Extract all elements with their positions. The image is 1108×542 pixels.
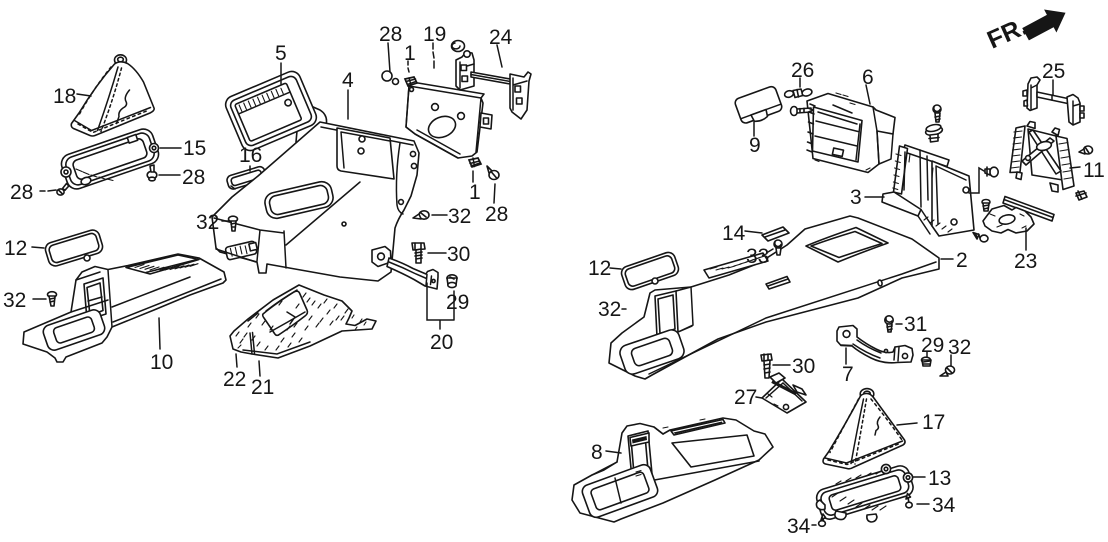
svg-text:14: 14 [722,222,746,245]
svg-text:17: 17 [922,411,945,434]
svg-text:34: 34 [787,515,811,538]
svg-text:21: 21 [251,376,274,399]
svg-text:34: 34 [932,494,956,517]
svg-text:18: 18 [53,85,76,108]
svg-text:1: 1 [404,42,416,65]
svg-text:7: 7 [842,363,854,386]
svg-text:32: 32 [196,211,219,234]
svg-text:28: 28 [379,23,402,46]
svg-text:25: 25 [1042,60,1065,83]
svg-text:13: 13 [928,467,951,490]
svg-text:5: 5 [275,42,287,65]
svg-text:29: 29 [921,334,944,357]
svg-text:10: 10 [150,351,173,374]
svg-text:27: 27 [734,386,757,409]
svg-text:32: 32 [448,205,471,228]
svg-text:28: 28 [10,181,33,204]
svg-text:30: 30 [792,355,815,378]
svg-text:6: 6 [862,66,874,89]
svg-text:11: 11 [1083,159,1105,182]
svg-text:12: 12 [4,237,27,260]
svg-text:20: 20 [430,331,453,354]
svg-text:22: 22 [223,368,246,391]
svg-text:2: 2 [956,249,968,272]
svg-text:19: 19 [423,23,446,46]
svg-text:32: 32 [598,298,621,321]
svg-text:28: 28 [182,166,205,189]
svg-text:8: 8 [591,441,603,464]
svg-text:32: 32 [948,336,971,359]
svg-text:12: 12 [588,257,611,280]
svg-text:29: 29 [446,291,469,314]
svg-text:31: 31 [904,313,927,336]
svg-text:15: 15 [183,137,206,160]
svg-text:3: 3 [850,186,862,209]
svg-text:9: 9 [749,134,761,157]
svg-text:16: 16 [239,144,262,167]
svg-text:32: 32 [3,289,26,312]
svg-text:28: 28 [485,203,508,226]
svg-text:1: 1 [469,181,481,204]
svg-text:26: 26 [791,59,814,82]
svg-text:23: 23 [1014,250,1037,273]
svg-text:33: 33 [746,245,769,268]
svg-text:30: 30 [447,243,470,266]
svg-text:24: 24 [489,26,513,49]
svg-text:4: 4 [342,69,354,92]
